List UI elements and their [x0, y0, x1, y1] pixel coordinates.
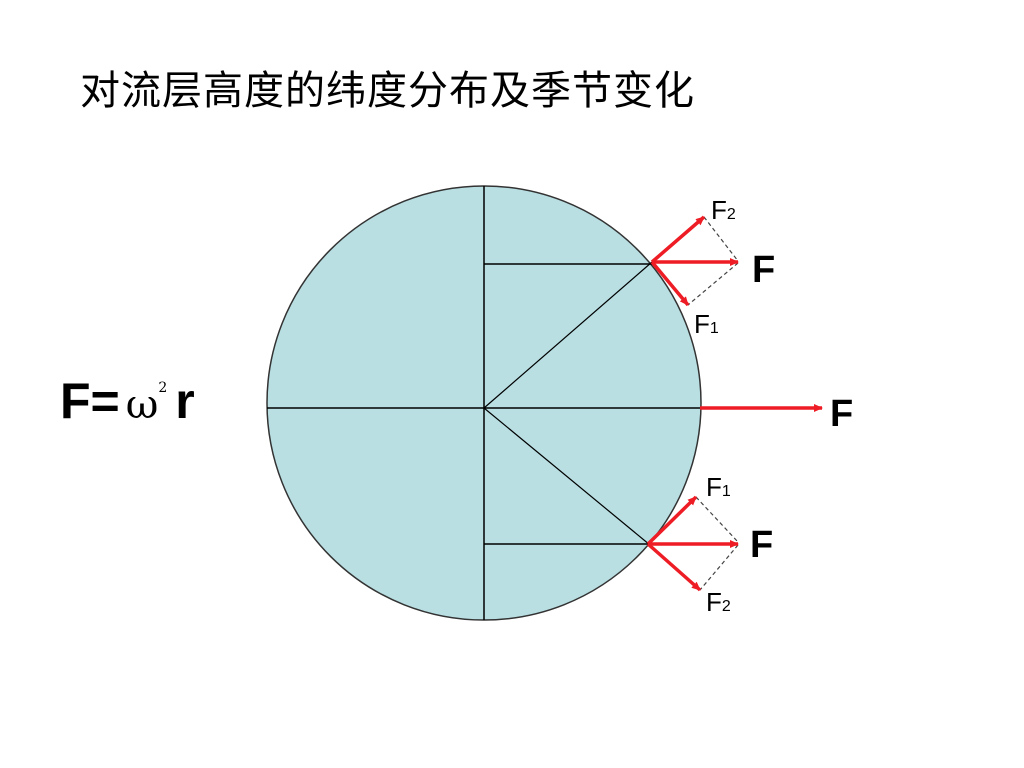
- label-subscript: 1: [722, 483, 731, 500]
- south-force-f2-arrow: [646, 542, 702, 592]
- south-dashed-helper: [699, 544, 739, 591]
- north-f1-label: F1: [694, 309, 719, 339]
- south-f1-label: F1: [706, 472, 731, 502]
- north-radius-line: [483, 261, 653, 409]
- formula-radius: r: [175, 373, 195, 429]
- north-f2-label: F2: [711, 195, 736, 225]
- label-letter: F: [706, 472, 722, 502]
- label-letter: F: [711, 195, 727, 225]
- label-subscript: 1: [710, 320, 719, 337]
- north-dashed-helper: [687, 262, 739, 306]
- south-force-f1-arrow: [646, 495, 698, 546]
- label-letter: F: [706, 587, 722, 617]
- formula-omega: ω: [125, 382, 159, 428]
- south-radius-line: [483, 407, 651, 546]
- label-subscript: 2: [727, 206, 736, 223]
- label-letter: F: [694, 309, 710, 339]
- formula-force-equals: F=: [60, 373, 120, 429]
- north-force-f1-arrow: [650, 260, 690, 307]
- south-f2-label: F2: [706, 587, 731, 617]
- north-dashed-helper: [703, 216, 739, 262]
- south-dashed-helper: [695, 496, 739, 543]
- page-title: 对流层高度的纬度分布及季节变化: [80, 68, 695, 114]
- north-f-label: F: [752, 249, 775, 291]
- south-f-label: F: [750, 524, 773, 566]
- formula-exponent: 2: [158, 380, 168, 396]
- label-subscript: 2: [722, 598, 731, 615]
- equator-f-label: F: [830, 393, 853, 435]
- north-force-f2-arrow: [650, 215, 706, 264]
